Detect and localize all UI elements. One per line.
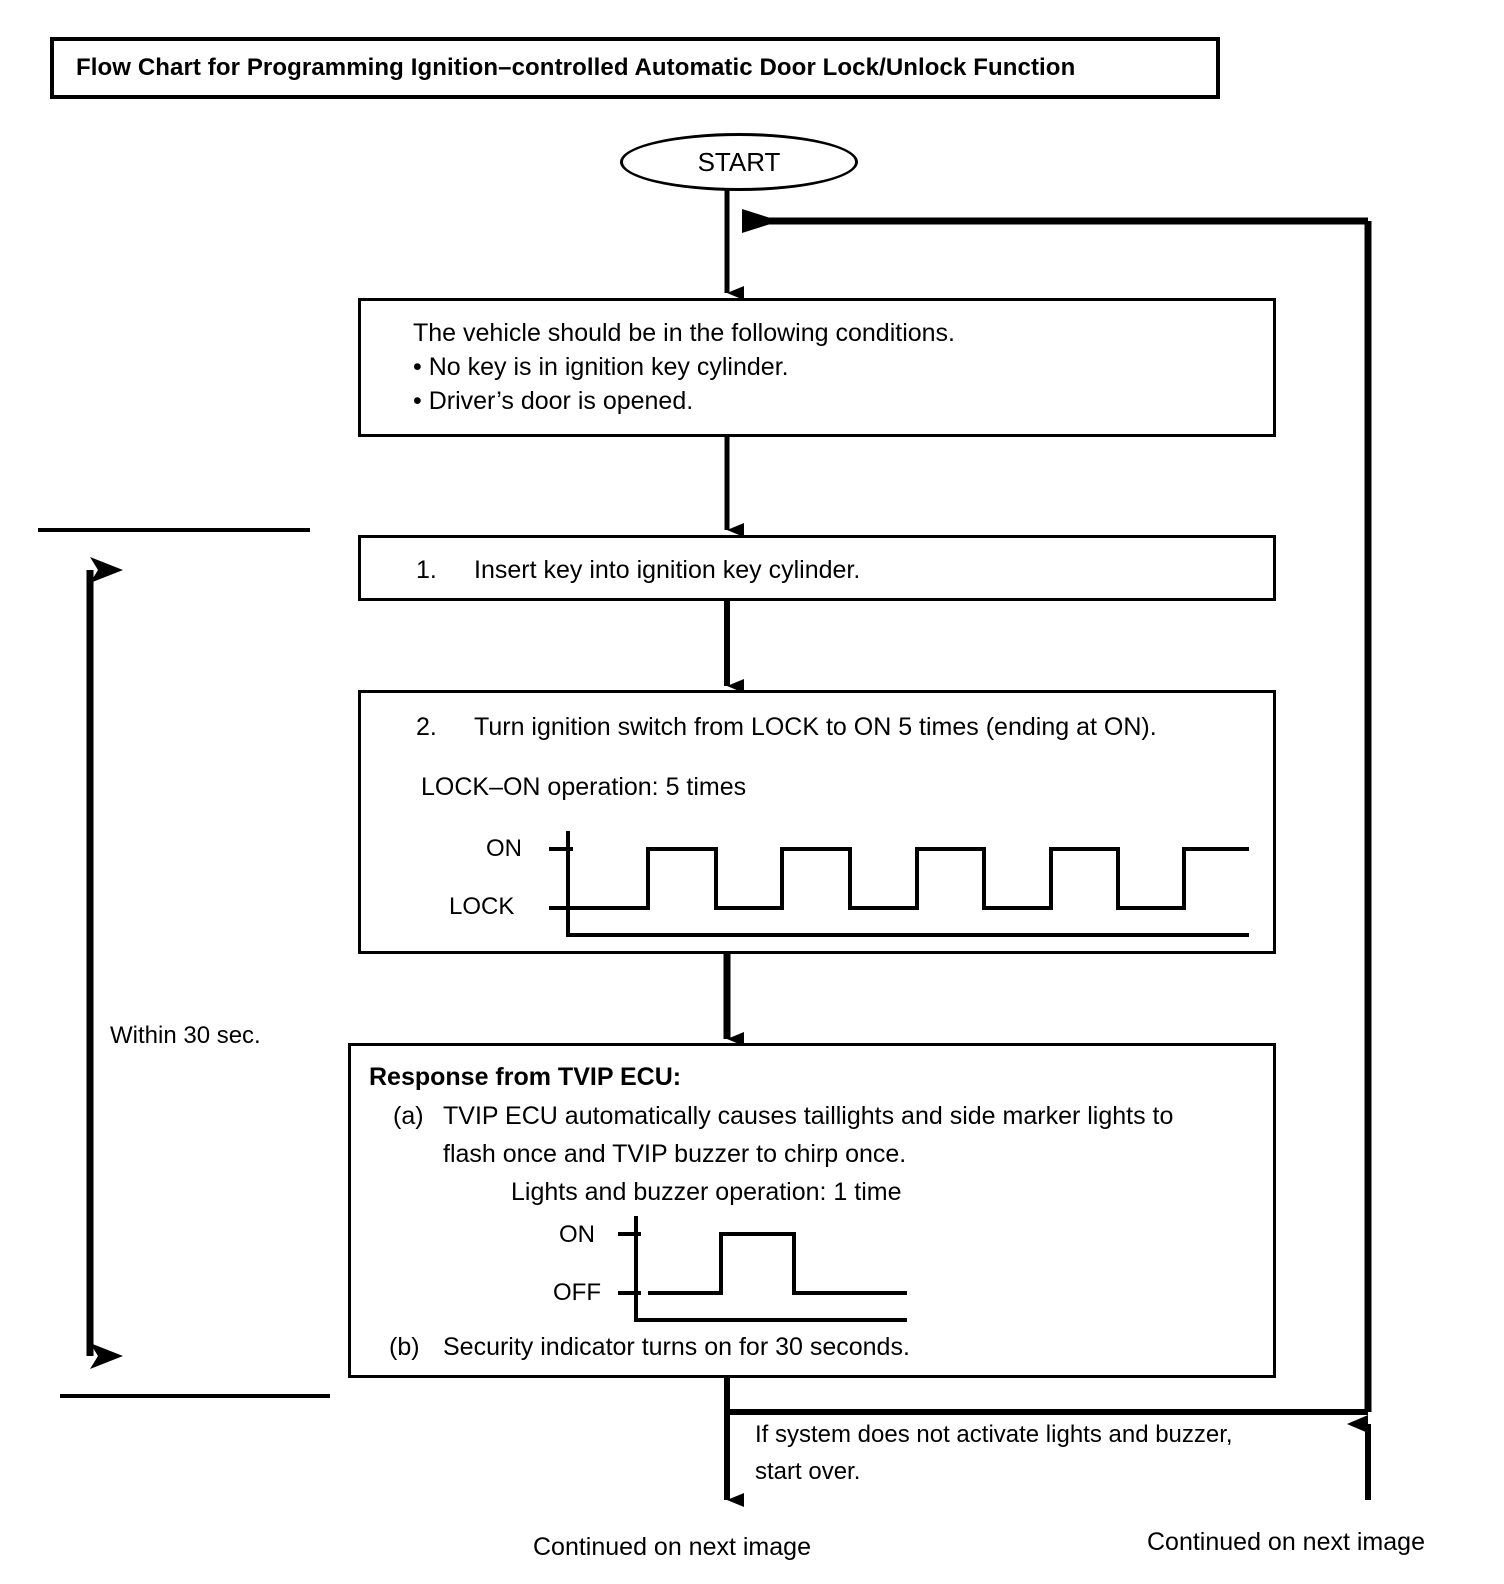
continued-left-label: Continued on next image — [533, 1533, 811, 1561]
conditions-line-3: • Driver’s door is opened. — [413, 387, 694, 415]
response-item-a-line-1: TVIP ECU automatically causes taillights… — [443, 1102, 1174, 1130]
response-item-b-marker: (b) — [389, 1333, 420, 1361]
start-label: START — [697, 146, 781, 177]
timing-bracket-label: Within 30 sec. — [110, 1022, 261, 1049]
conditions-box: The vehicle should be in the following c… — [358, 298, 1276, 437]
ignition-switch-waveform — [549, 831, 1249, 937]
step-2-wave-high-label: ON — [486, 835, 522, 862]
step-2-waveform-caption: LOCK–ON operation: 5 times — [421, 773, 747, 801]
response-box: Response from TVIP ECU: (a) TVIP ECU aut… — [348, 1043, 1276, 1378]
response-item-a-marker: (a) — [393, 1102, 424, 1130]
step-2-number: 2. — [416, 713, 437, 741]
response-wave-high-label: ON — [559, 1221, 595, 1248]
response-wave-low-label: OFF — [553, 1279, 601, 1306]
step-2-wave-low-label: LOCK — [449, 893, 515, 920]
conditions-line-1: The vehicle should be in the following c… — [413, 319, 956, 347]
step-2-text: Turn ignition switch from LOCK to ON 5 t… — [474, 713, 1157, 741]
chart-title-box: Flow Chart for Programming Ignition–cont… — [50, 37, 1220, 99]
step-1-box: 1. Insert key into ignition key cylinder… — [358, 535, 1276, 601]
chart-title: Flow Chart for Programming Ignition–cont… — [76, 54, 1076, 81]
step-1-text: Insert key into ignition key cylinder. — [474, 556, 861, 584]
lights-buzzer-waveform — [618, 1216, 907, 1322]
continued-right-label: Continued on next image — [1147, 1528, 1425, 1556]
retry-note-line-1: If system does not activate lights and b… — [755, 1421, 1233, 1448]
start-terminator: START — [620, 133, 858, 191]
step-1-number: 1. — [416, 556, 437, 584]
response-item-a-line-2: flash once and TVIP buzzer to chirp once… — [443, 1140, 907, 1168]
conditions-line-2: • No key is in ignition key cylinder. — [413, 353, 789, 381]
step-2-box: 2. Turn ignition switch from LOCK to ON … — [358, 690, 1276, 954]
response-waveform-caption: Lights and buzzer operation: 1 time — [511, 1178, 902, 1206]
response-item-b-text: Security indicator turns on for 30 secon… — [443, 1333, 910, 1361]
retry-note-line-2: start over. — [755, 1458, 861, 1485]
response-heading: Response from TVIP ECU: — [369, 1063, 682, 1091]
